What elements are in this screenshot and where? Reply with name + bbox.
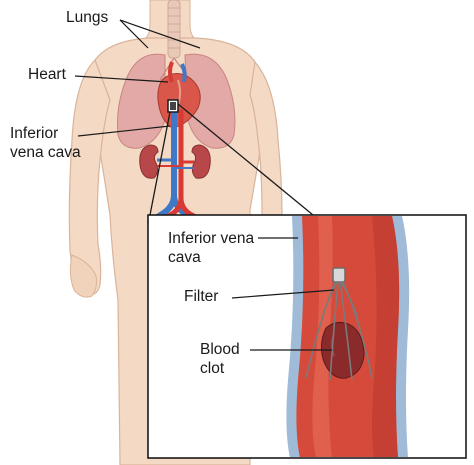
inset-panel [147, 214, 467, 459]
lungs [117, 53, 236, 149]
label-inferior-vena-cava-body: Inferior vena cava [10, 125, 81, 161]
label-lungs: Lungs [66, 9, 109, 26]
filter-location-marker [167, 99, 179, 113]
label-blood-clot: Blood clot [200, 341, 240, 377]
body-leader-lines [74, 19, 201, 137]
zoom-connector-lines [149, 103, 314, 216]
filter-device [305, 267, 373, 381]
great-vessels [147, 105, 208, 225]
trachea [167, 0, 181, 59]
label-heart: Heart [28, 66, 66, 83]
inset-leader-lines [231, 237, 335, 351]
heart [157, 61, 201, 129]
label-filter: Filter [184, 288, 219, 305]
label-inferior-vena-cava-inset: Inferior vena cava [168, 230, 255, 266]
kidneys [139, 144, 211, 179]
